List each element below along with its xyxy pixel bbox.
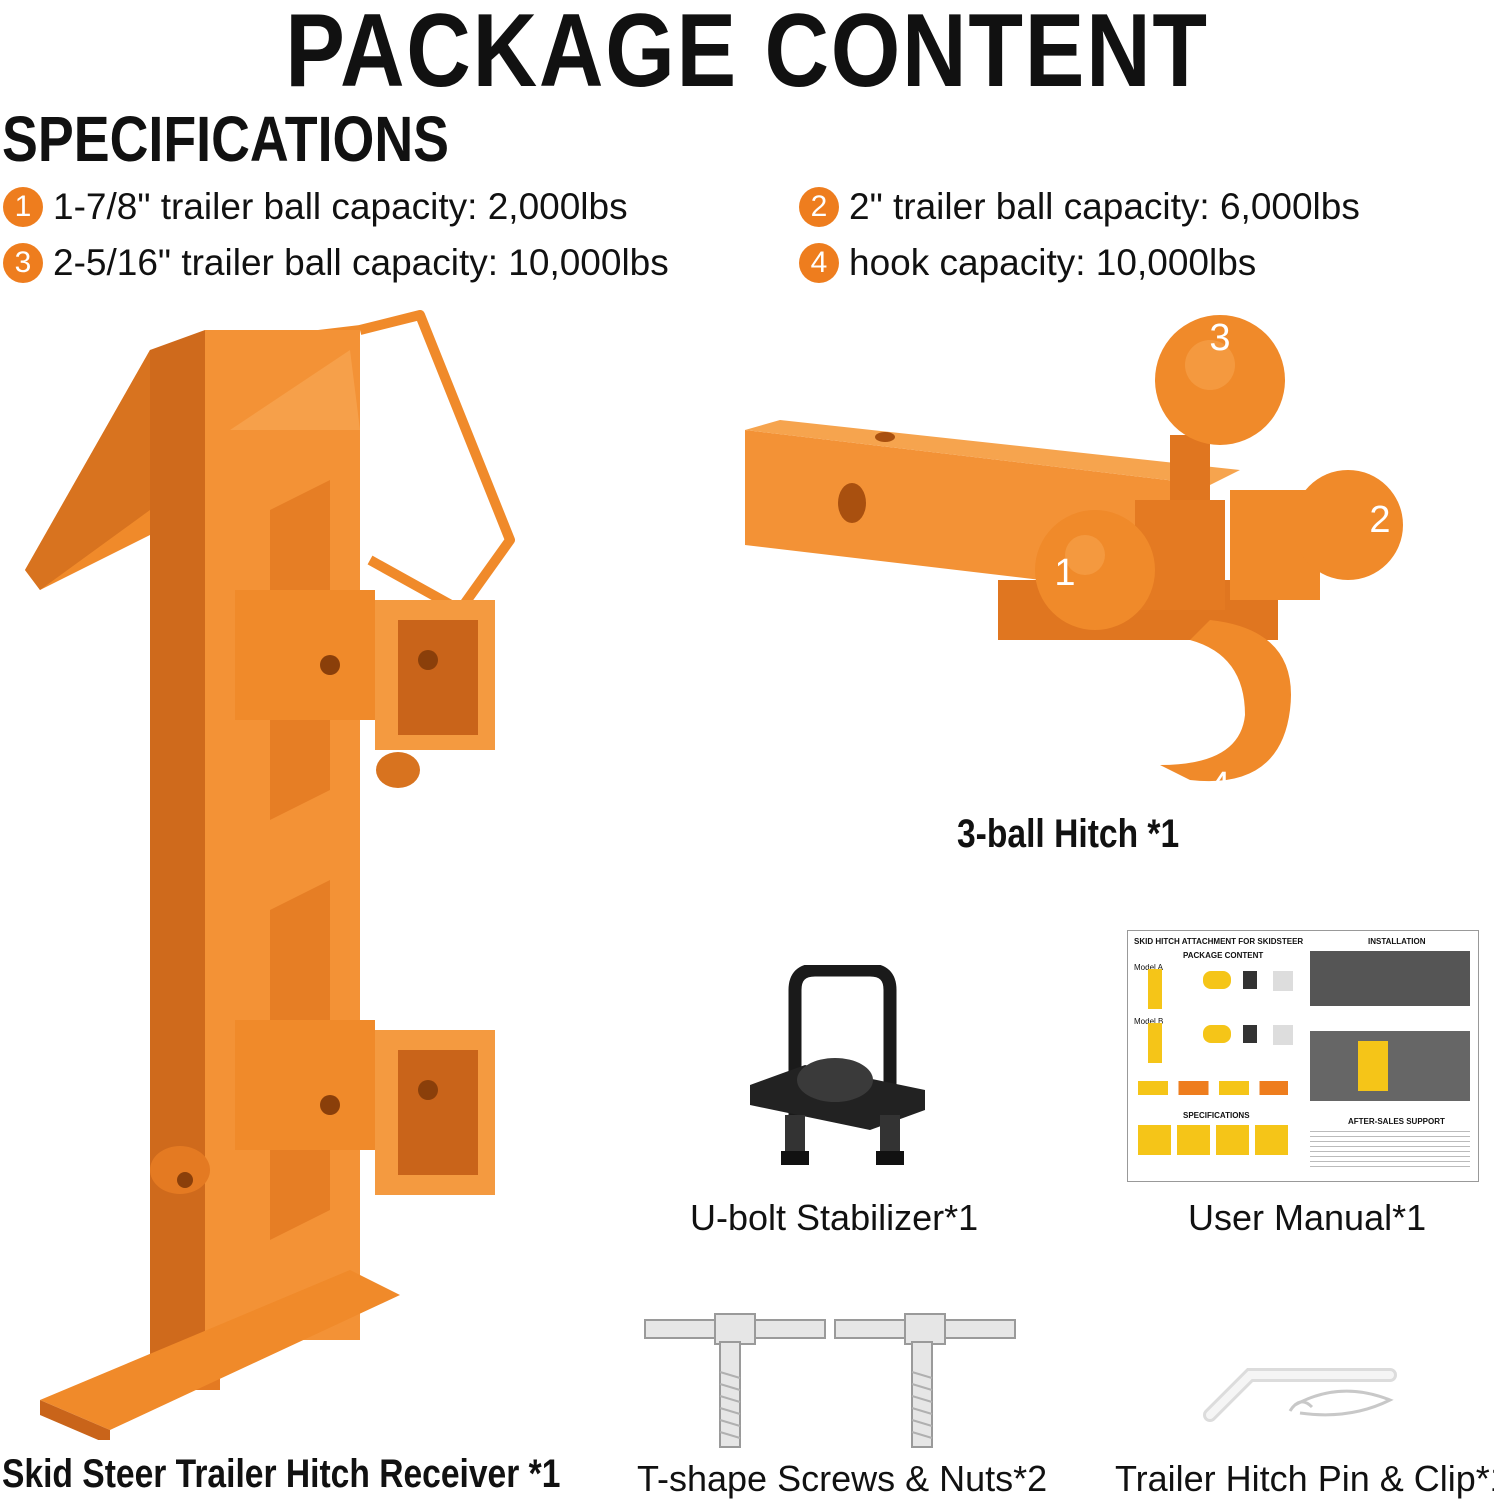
spec-text-3: 2-5/16" trailer ball capacity: 10,000lbs <box>53 242 669 283</box>
manual-subheader: PACKAGE CONTENT <box>1183 951 1264 960</box>
spec-item-4: 4 hook capacity: 10,000lbs <box>799 242 1256 284</box>
t-shape-screws-label: T-shape Screws & Nuts*2 <box>637 1458 1048 1499</box>
spec-text-1: 1-7/8" trailer ball capacity: 2,000lbs <box>53 186 628 227</box>
spec-item-2: 2 2" trailer ball capacity: 6,000lbs <box>799 186 1360 228</box>
hitch-pin-clip-image <box>1203 1368 1397 1422</box>
manual-after-sales: AFTER-SALES SUPPORT <box>1348 1117 1445 1126</box>
number-badge-1: 1 <box>3 187 43 227</box>
number-badge-3: 3 <box>3 243 43 283</box>
ball-label-2: 2 <box>1369 499 1390 541</box>
hitch-pin-clip-label: Trailer Hitch Pin & Clip*1 <box>1115 1458 1494 1499</box>
t-shape-screws-image <box>644 1313 1016 1448</box>
three-ball-hitch-label: 3-ball Hitch *1 <box>957 812 1180 856</box>
three-ball-hitch-image: 3 2 1 4 <box>745 315 1403 807</box>
u-bolt-stabilizer-image <box>750 965 925 1165</box>
u-bolt-stabilizer-label: U-bolt Stabilizer*1 <box>690 1197 979 1238</box>
spec-text-2: 2" trailer ball capacity: 6,000lbs <box>849 186 1360 227</box>
spec-item-1: 1 1-7/8" trailer ball capacity: 2,000lbs <box>3 186 628 228</box>
page-title: PACKAGE CONTENT <box>285 0 1209 109</box>
spec-item-3: 3 2-5/16" trailer ball capacity: 10,000l… <box>3 242 669 284</box>
number-badge-4: 4 <box>799 243 839 283</box>
user-manual-label: User Manual*1 <box>1188 1197 1427 1238</box>
manual-installation: INSTALLATION <box>1368 937 1426 946</box>
manual-specifications: SPECIFICATIONS <box>1183 1111 1250 1120</box>
manual-header: SKID HITCH ATTACHMENT FOR SKIDSTEER <box>1134 937 1304 946</box>
manual-model-b: Model B <box>1134 1017 1164 1026</box>
specifications-heading: SPECIFICATIONS <box>2 103 450 175</box>
ball-label-4: 4 <box>1209 765 1230 807</box>
skid-steer-receiver-image <box>25 310 515 1440</box>
number-badge-2: 2 <box>799 187 839 227</box>
ball-label-1: 1 <box>1054 552 1075 594</box>
ball-label-3: 3 <box>1209 317 1230 359</box>
manual-model-a: Model A <box>1134 963 1163 972</box>
user-manual-image: SKID HITCH ATTACHMENT FOR SKIDSTEER PACK… <box>1127 930 1479 1182</box>
spec-text-4: hook capacity: 10,000lbs <box>849 242 1257 283</box>
skid-steer-receiver-label: Skid Steer Trailer Hitch Receiver *1 <box>2 1452 561 1496</box>
